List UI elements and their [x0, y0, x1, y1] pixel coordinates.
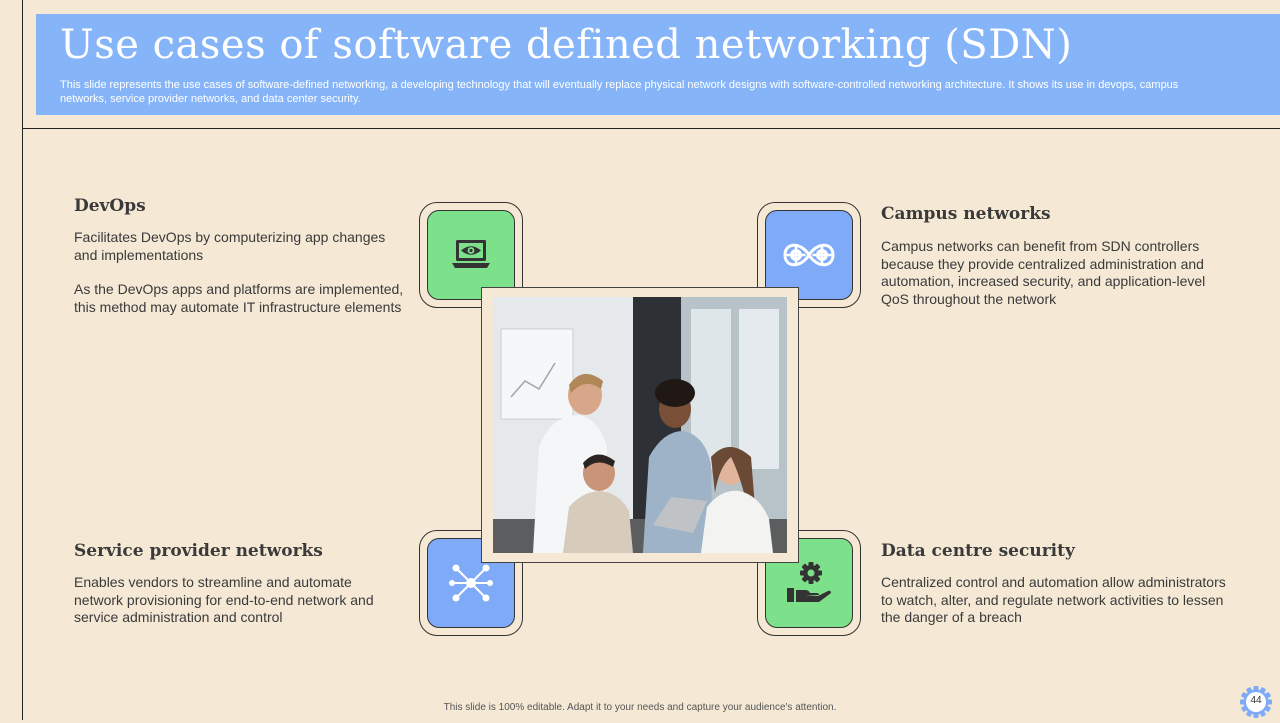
campus-icon-frame	[757, 202, 861, 308]
team-meeting-photo	[493, 297, 787, 553]
devops-icon-frame	[419, 202, 523, 308]
campus-title: Campus networks	[881, 204, 1051, 224]
header-rule	[22, 128, 1280, 129]
laptop-eye-icon	[452, 240, 490, 268]
service-title: Service provider networks	[74, 541, 323, 561]
devops-text: Facilitates DevOps by computerizing app …	[74, 229, 409, 333]
left-rule	[22, 0, 23, 720]
devops-text-1: Facilitates DevOps by computerizing app …	[74, 229, 386, 263]
hand-gear-icon	[787, 562, 831, 602]
campus-icon-tile	[765, 210, 853, 300]
page-badge: 44	[1240, 686, 1272, 718]
page-number: 44	[1250, 695, 1262, 706]
datacentre-text: Centralized control and automation allow…	[881, 574, 1226, 625]
devops-title: DevOps	[74, 196, 146, 216]
page-subtitle: This slide represents the use cases of s…	[60, 79, 1179, 105]
header-banner: Use cases of software defined networking…	[36, 14, 1280, 115]
campus-text: Campus networks can benefit from SDN con…	[881, 238, 1206, 307]
footer-note: This slide is 100% editable. Adapt it to…	[443, 702, 837, 713]
service-text: Enables vendors to streamline and automa…	[74, 574, 374, 625]
page-title: Use cases of software defined networking…	[60, 22, 1073, 68]
devops-icon-tile	[427, 210, 515, 300]
photo-frame	[481, 287, 799, 563]
team-photo-illustration	[493, 297, 787, 553]
gear-icon	[1240, 686, 1272, 718]
network-hub-icon	[449, 564, 493, 602]
datacentre-title: Data centre security	[881, 541, 1075, 561]
gears-loop-icon	[783, 243, 835, 267]
devops-text-2: As the DevOps apps and platforms are imp…	[74, 281, 404, 315]
